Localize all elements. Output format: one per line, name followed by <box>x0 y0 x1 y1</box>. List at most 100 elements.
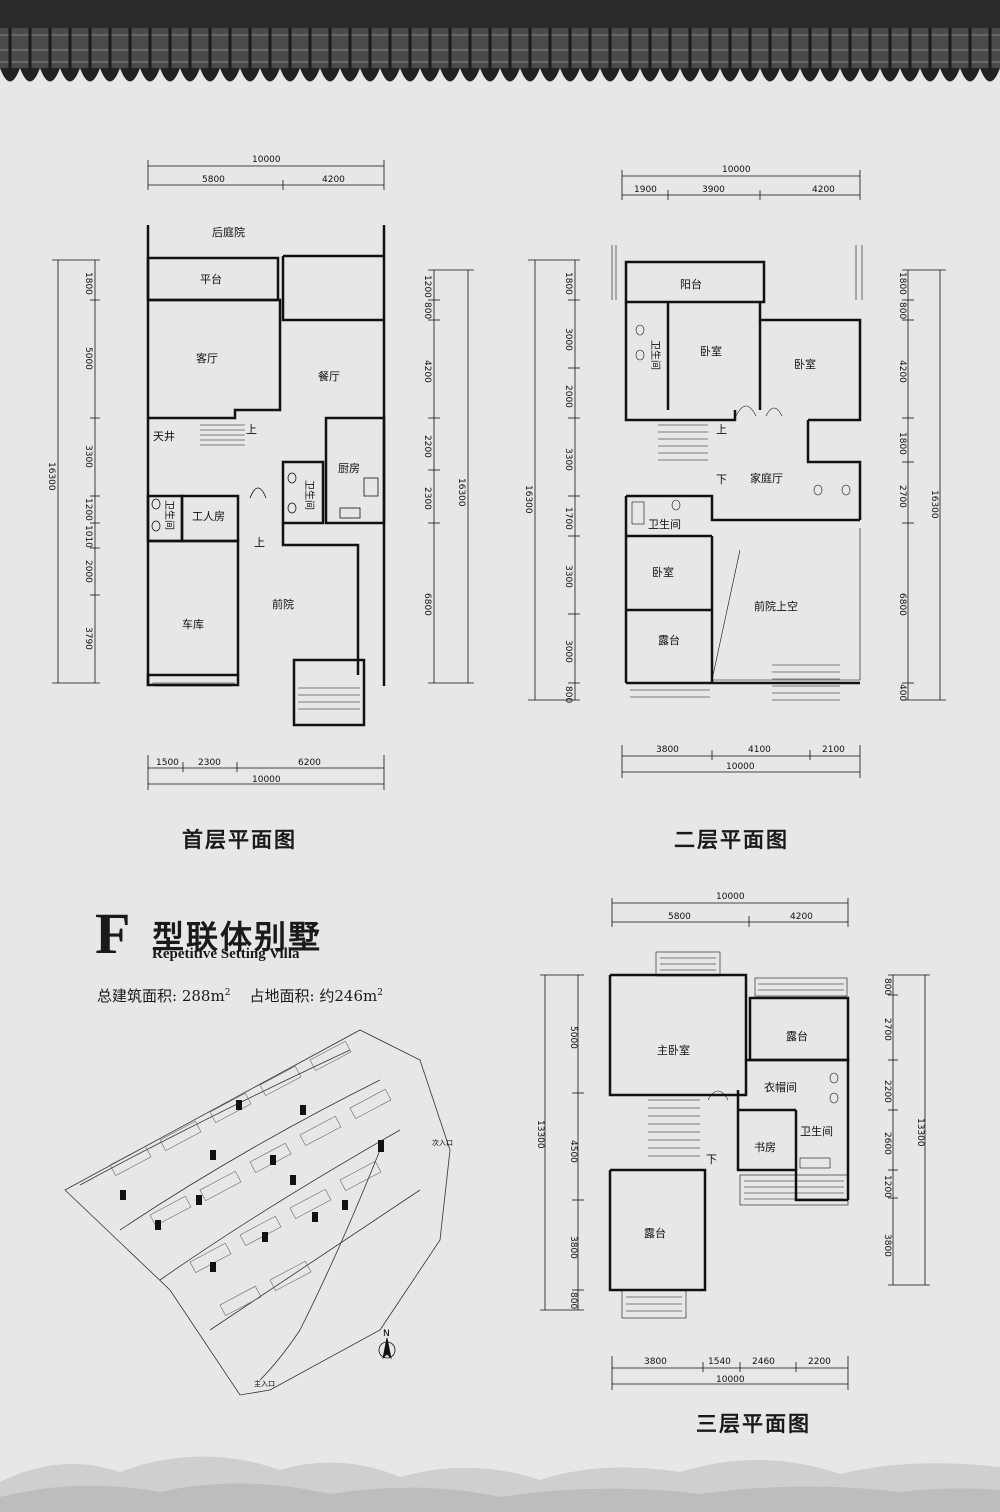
f1-right-5: 6800 <box>422 593 432 616</box>
f2-left-2: 2000 <box>563 385 573 408</box>
f2-top-total: 10000 <box>722 165 751 175</box>
f3-left-1: 4500 <box>568 1140 578 1163</box>
f3-right-1: 2700 <box>882 1018 892 1041</box>
roof-tile-banner <box>0 0 1000 82</box>
f1-dining: 餐厅 <box>318 369 340 383</box>
f2-left-0: 1800 <box>563 272 573 295</box>
f1-top-a: 5800 <box>202 175 225 185</box>
f1-up2: 上 <box>254 536 265 549</box>
f2-bottom-c: 2100 <box>822 745 845 755</box>
f2-balcony: 阳台 <box>680 277 702 291</box>
f1-wc2: 卫生间 <box>163 500 176 530</box>
f3-right-3: 2600 <box>882 1132 892 1155</box>
total-area-label: 总建筑面积: <box>97 987 178 1005</box>
total-area-value: 288m <box>181 987 225 1005</box>
f1-patio: 天井 <box>153 429 175 443</box>
f3-terrace1: 露台 <box>786 1029 808 1043</box>
f3-top-a: 5800 <box>668 912 691 922</box>
f2-up: 上 <box>716 423 727 436</box>
f3-top-total: 10000 <box>716 892 745 902</box>
f1-garage: 车库 <box>182 617 204 631</box>
f3-bottom-a: 3800 <box>644 1357 667 1367</box>
f1-right-1: 800 <box>422 302 432 319</box>
f3-wc: 卫生间 <box>800 1124 833 1138</box>
f1-bottom-a: 1500 <box>156 758 179 768</box>
land-area-sup: 2 <box>377 988 383 998</box>
land-area-label: 占地面积: <box>249 987 315 1005</box>
f1-right-total: 16300 <box>456 478 466 507</box>
f2-right-3: 1800 <box>897 432 907 455</box>
f2-terrace: 露台 <box>658 633 680 647</box>
f1-living: 客厅 <box>196 351 218 365</box>
f2-top-c: 4200 <box>812 185 835 195</box>
site-plan: N 主入口 次入口 <box>64 1029 453 1396</box>
f1-terrace: 平台 <box>200 272 222 286</box>
f2-bed3: 卧室 <box>652 565 674 579</box>
title-en: Repetitive Setting Villa <box>152 946 300 962</box>
f2-right-1: 800 <box>897 302 907 319</box>
mountain-silhouette <box>0 1456 1000 1512</box>
f1-bottom-total: 10000 <box>252 775 281 785</box>
f2-left-4: 1700 <box>563 507 573 530</box>
f3-right-2: 2200 <box>882 1080 892 1103</box>
floor3-caption: 三层平面图 <box>696 1411 811 1436</box>
f3-terrace2: 露台 <box>644 1226 666 1240</box>
f2-right-2: 4200 <box>897 360 907 383</box>
floor3-plan: 10000 5800 4200 3800 1540 2460 2200 1000… <box>535 892 930 1390</box>
f2-right-6: 400 <box>897 684 907 701</box>
f2-left-7: 800 <box>563 686 573 703</box>
f1-bottom-c: 6200 <box>298 758 321 768</box>
f3-master: 主卧室 <box>657 1043 690 1057</box>
f2-bottom-a: 3800 <box>656 745 679 755</box>
f3-bottom-d: 2200 <box>808 1357 831 1367</box>
f3-down: 下 <box>706 1153 717 1166</box>
f1-top-total: 10000 <box>252 155 281 165</box>
f3-left-3: 800 <box>568 1292 578 1309</box>
f2-family: 家庭厅 <box>750 471 783 485</box>
f2-bottom-total: 10000 <box>726 762 755 772</box>
main-entrance-label: 主入口 <box>254 1379 275 1388</box>
f2-bed2: 卧室 <box>794 357 816 371</box>
f2-right-4: 2700 <box>897 485 907 508</box>
f1-right-0: 1200 <box>422 275 432 298</box>
floor1-caption: 首层平面图 <box>182 827 297 852</box>
f2-top-b: 3900 <box>702 185 725 195</box>
title-letter: F <box>95 901 131 966</box>
f3-left-0: 5000 <box>568 1026 578 1049</box>
f2-down: 下 <box>716 473 727 486</box>
f1-left-2: 3300 <box>83 445 93 468</box>
f1-left-1: 5000 <box>83 347 93 370</box>
total-area-sup: 2 <box>224 988 231 998</box>
f2-right-5: 6800 <box>897 593 907 616</box>
floor1-plan: 10000 5800 4200 1500 2300 6200 10000 180… <box>46 155 474 790</box>
f1-up1: 上 <box>246 423 257 436</box>
f2-left-total: 16300 <box>523 485 533 514</box>
f3-closet: 衣帽间 <box>764 1080 797 1094</box>
f3-bottom-c: 2460 <box>752 1357 775 1367</box>
f2-top-a: 1900 <box>634 185 657 195</box>
f2-left-6: 3000 <box>563 640 573 663</box>
f1-left-6: 3790 <box>83 627 93 650</box>
floor2-plan: 10000 1900 3900 4200 3800 4100 2100 1000… <box>523 165 946 778</box>
f3-study: 书房 <box>754 1141 776 1154</box>
f3-top-b: 4200 <box>790 912 813 922</box>
f1-left-0: 1800 <box>83 272 93 295</box>
f1-wc: 卫生间 <box>303 480 316 510</box>
f3-left-2: 3800 <box>568 1236 578 1259</box>
f2-left-3: 3300 <box>563 448 573 471</box>
f1-kitchen: 厨房 <box>338 462 360 475</box>
f3-right-4: 1200 <box>882 1175 892 1198</box>
f3-right-0: 800 <box>882 978 892 995</box>
f2-left-1: 3000 <box>563 328 573 351</box>
north-label: N <box>383 1329 390 1339</box>
f2-wc1: 卫生间 <box>649 340 662 370</box>
f1-front-yard: 前院 <box>272 597 294 611</box>
f1-bottom-b: 2300 <box>198 758 221 768</box>
f2-right-total: 16300 <box>929 490 939 519</box>
f1-back-yard: 后庭院 <box>212 225 245 239</box>
f1-left-3: 1200 <box>83 498 93 521</box>
f1-top-b: 4200 <box>322 175 345 185</box>
land-area-value: 约246m <box>319 987 378 1005</box>
f1-left-total: 16300 <box>46 462 56 491</box>
f1-right-3: 2200 <box>422 435 432 458</box>
